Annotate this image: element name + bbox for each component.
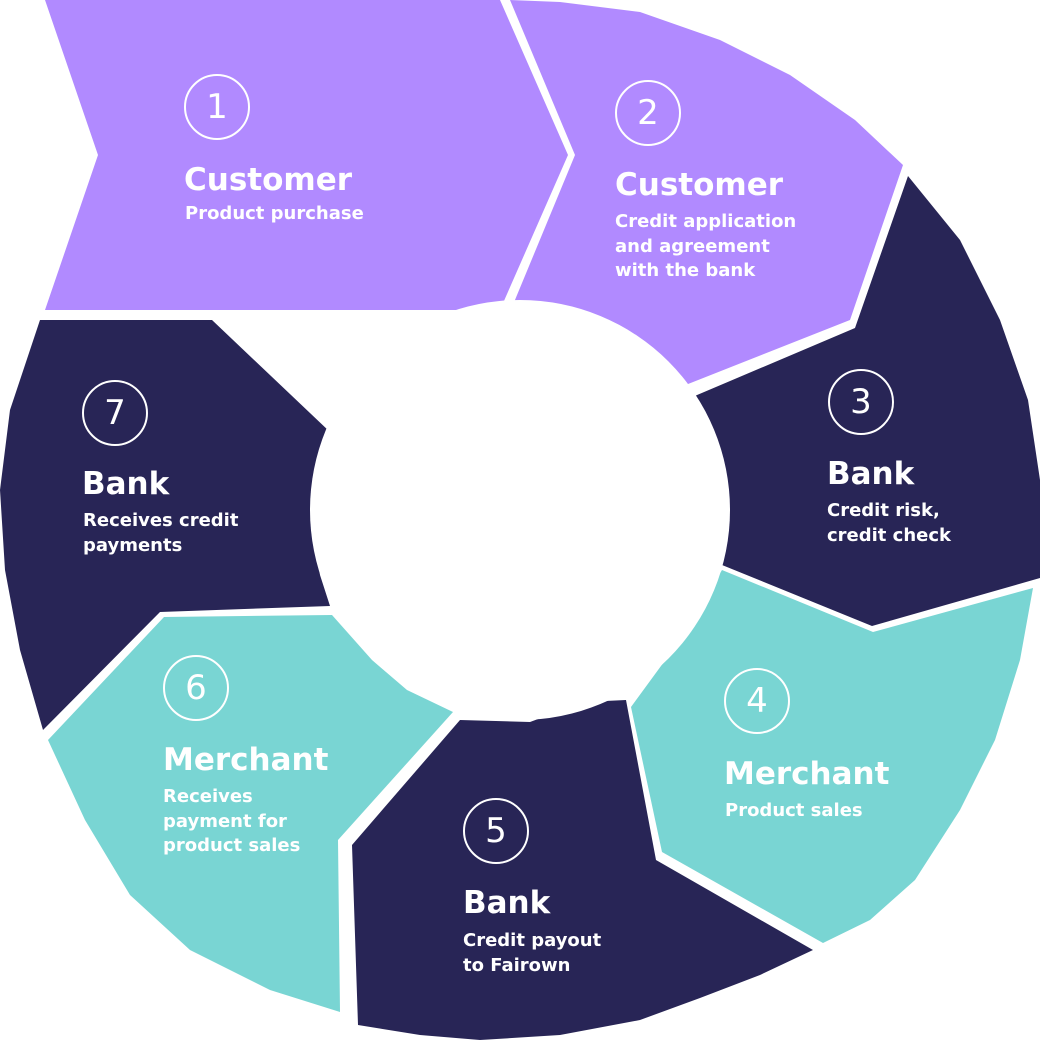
step-4-description: Product sales <box>725 800 863 821</box>
segment-4-shape <box>631 570 1033 943</box>
step-7-number: 7 <box>82 380 148 446</box>
center-circle <box>310 300 730 720</box>
step-1-number: 1 <box>184 74 250 140</box>
step-5-description: Credit payout to Fairown <box>463 930 602 976</box>
step-6-title: Merchant <box>163 742 329 778</box>
segment-1-shape <box>45 0 568 310</box>
step-2-description: Credit application and agreement with th… <box>615 211 797 281</box>
step-7-description: Receives credit payments <box>83 510 239 556</box>
step-1-title: Customer <box>184 162 353 198</box>
step-7-title: Bank <box>82 466 170 502</box>
step-5-title: Bank <box>463 885 551 921</box>
step-6-description: Receives payment for product sales <box>163 786 301 856</box>
step-5-number: 5 <box>463 798 529 864</box>
step-3-number: 3 <box>828 369 894 435</box>
step-2-title: Customer <box>615 167 784 203</box>
step-2-number: 2 <box>615 80 681 146</box>
step-4-number: 4 <box>724 668 790 734</box>
segment-2-shape <box>510 0 903 386</box>
segment-6-shape <box>48 615 453 1012</box>
step-3-title: Bank <box>827 456 915 492</box>
segment-5-shape <box>352 700 813 1040</box>
step-4-title: Merchant <box>724 756 890 792</box>
step-3-description: Credit risk, credit check <box>827 500 952 546</box>
step-6-number: 6 <box>163 655 229 721</box>
step-1-description: Product purchase <box>185 203 364 224</box>
